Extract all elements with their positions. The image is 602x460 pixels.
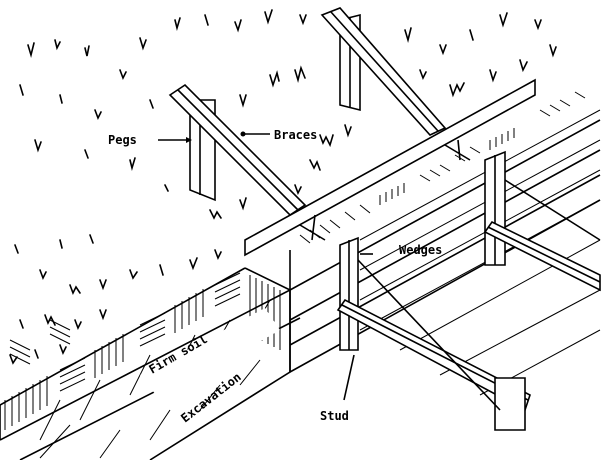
wedge-marks [299,139,471,241]
brace-right [320,7,447,136]
firm-soil-wall [0,267,291,440]
sheeting-boards [244,78,601,396]
stud-leader [343,354,355,401]
grass-tufts [9,9,557,365]
label-wedges: Wedges [399,243,442,257]
stud-front [339,236,359,351]
label-pegs: Pegs [108,133,137,147]
brace-left [168,83,307,217]
strut-back [357,179,601,411]
stud-back [484,150,506,266]
label-stud: Stud [320,409,349,423]
label-braces: Braces [274,128,317,142]
strut-front [336,298,531,431]
leader-lines [158,131,373,401]
